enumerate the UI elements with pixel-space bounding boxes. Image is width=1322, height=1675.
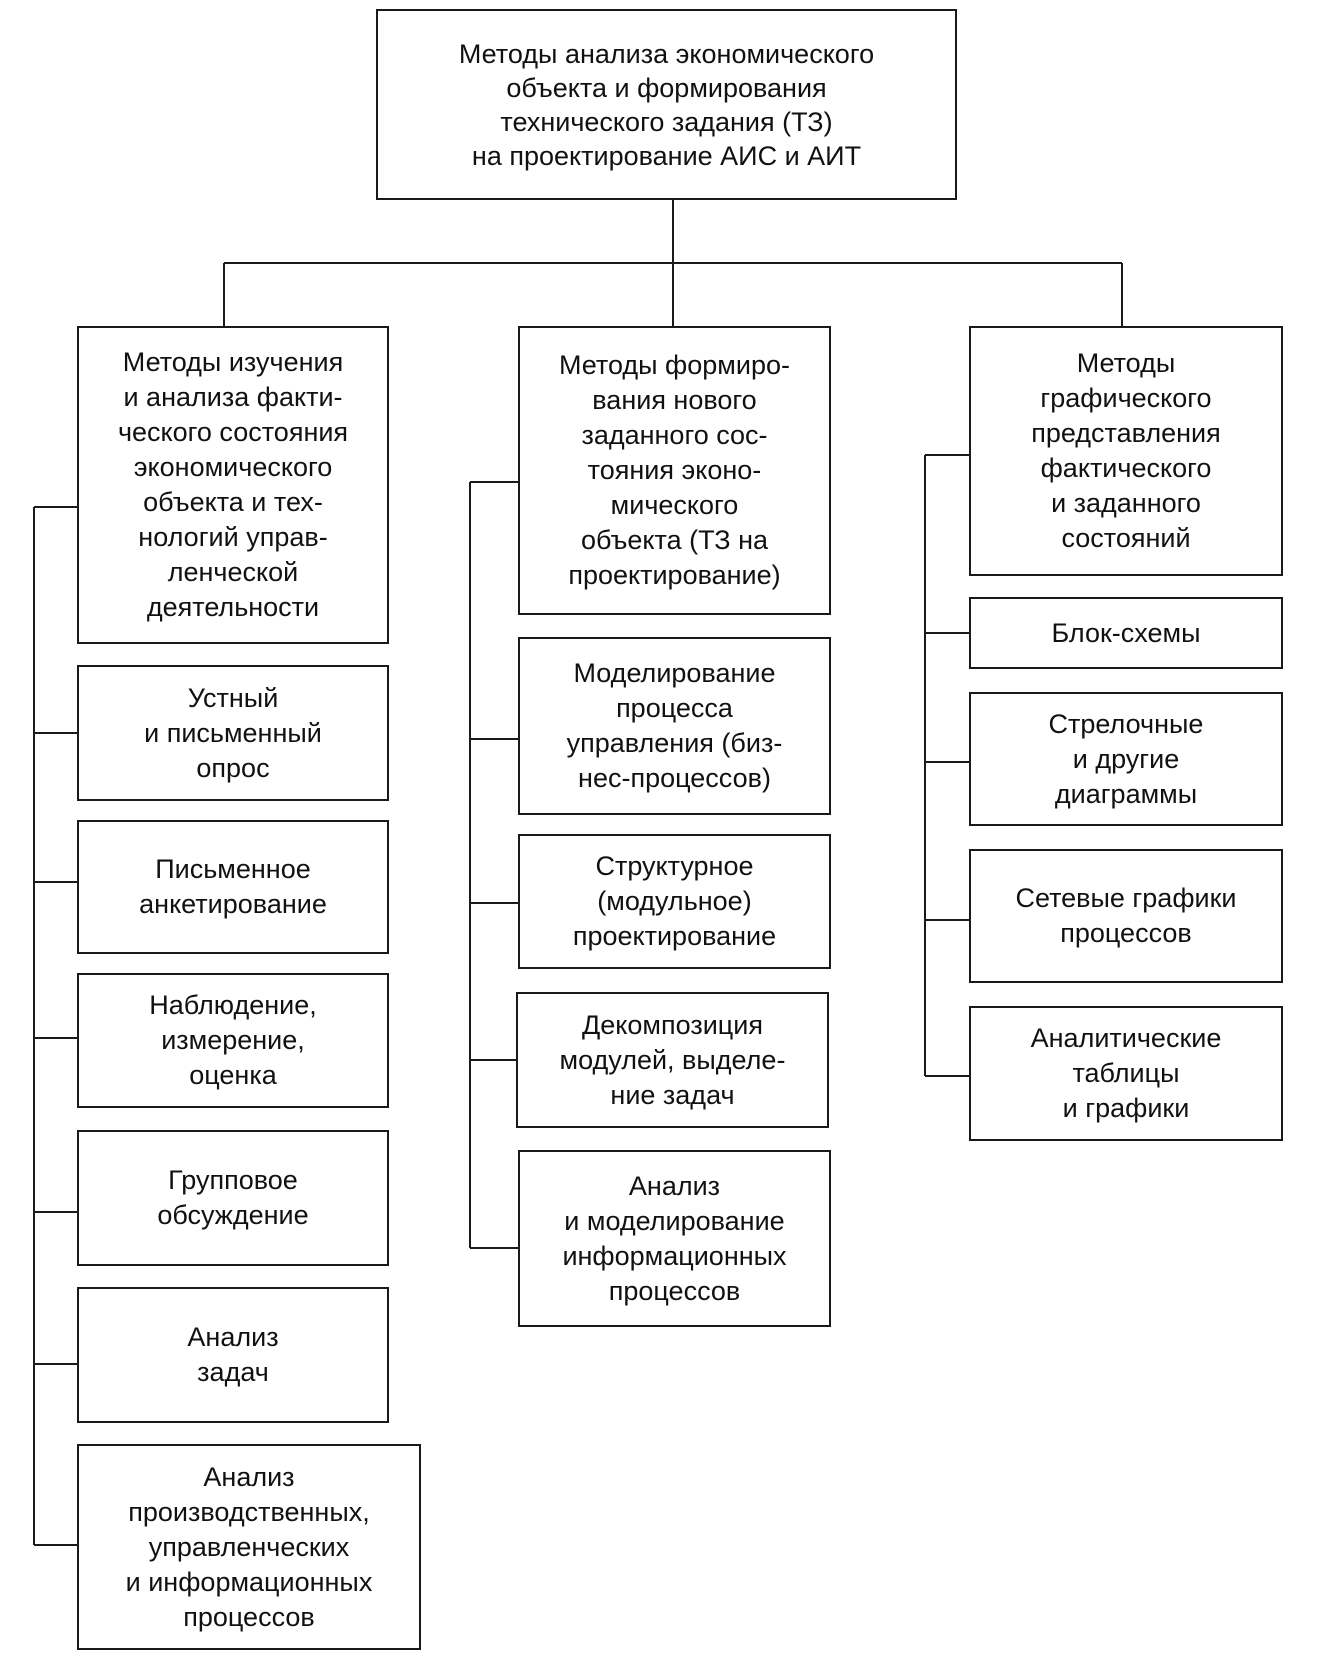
branch-3-item: Блок-схемы <box>969 597 1283 669</box>
branch-2-item: Анализ и моделирование информационных пр… <box>518 1150 831 1327</box>
branch-3-item: Аналитические таблицы и графики <box>969 1006 1283 1141</box>
branch-1-item: Наблюдение, измерение, оценка <box>77 973 389 1108</box>
branch-1-item: Групповое обсуждение <box>77 1130 389 1266</box>
branch-2-item: Структурное (модульное) проектирование <box>518 834 831 969</box>
branch-1-item: Анализ производственных, управленческих … <box>77 1444 421 1650</box>
branch-1-title: Методы изучения и анализа факти- ческого… <box>77 326 389 644</box>
branch-2-item: Моделирование процесса управления (биз- … <box>518 637 831 815</box>
branch-3-item: Стрелочные и другие диаграммы <box>969 692 1283 826</box>
branch-1-item: Письменное анкетирование <box>77 820 389 954</box>
root-node: Методы анализа экономического объекта и … <box>376 9 957 200</box>
branch-2-item: Декомпозиция модулей, выделе- ние задач <box>516 992 829 1128</box>
branch-3-title: Методы графического представления фактич… <box>969 326 1283 576</box>
branch-1-item: Устный и письменный опрос <box>77 665 389 801</box>
branch-3-item: Сетевые графики процессов <box>969 849 1283 983</box>
branch-1-item: Анализ задач <box>77 1287 389 1423</box>
branch-2-title: Методы формиро- вания нового заданного с… <box>518 326 831 615</box>
